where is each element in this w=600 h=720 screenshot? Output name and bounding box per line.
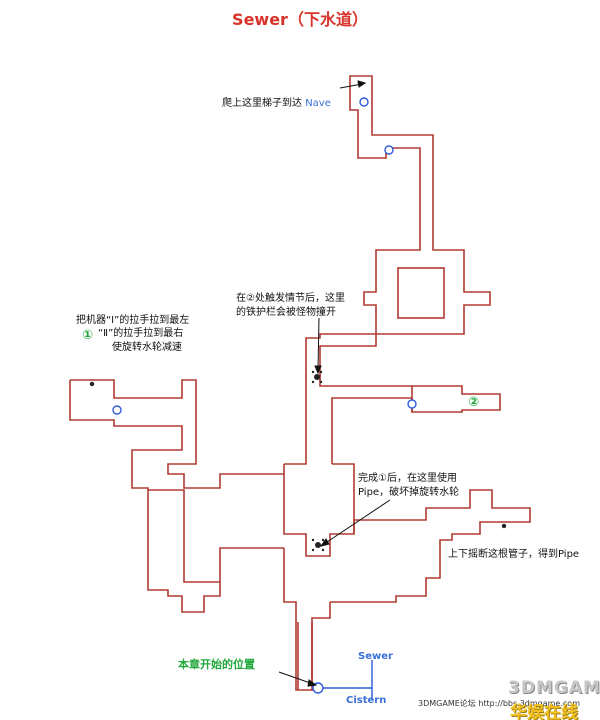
break-point-icon	[315, 542, 321, 548]
nave-text: Nave	[305, 98, 331, 109]
pipe-point-icon	[501, 523, 507, 529]
brand-watermark: 3DMGAME	[508, 678, 600, 698]
pipe-line2: Pipe，破坏掉旋转水轮	[358, 487, 460, 498]
pointer-arrows	[278, 80, 391, 687]
machine-line2: “Ⅱ”的拉手拉到最右	[98, 328, 184, 339]
machine-line3: 使旋转水轮减速	[112, 342, 182, 353]
door-circle-icon	[384, 145, 394, 155]
plot-line2: 的铁护栏会被怪物撞开	[236, 307, 336, 318]
break-pipe-label: 上下摇断这根管子，得到Pipe	[448, 549, 580, 560]
wall-branch-2	[319, 374, 501, 464]
wall-left-lower	[148, 489, 220, 583]
doors	[112, 97, 417, 694]
circle2-marker: ②	[468, 395, 480, 410]
machine-line1: 把机器“Ⅰ”的拉手拉到最左	[76, 315, 190, 326]
wall-inner-room	[397, 267, 445, 319]
wall-lines	[69, 75, 531, 691]
exit-connector	[323, 660, 373, 700]
wall-vertical-corridor-right	[319, 334, 377, 380]
break-point-icon	[314, 374, 320, 380]
wall-right-corridor	[330, 489, 531, 603]
brand-cn-watermark: 华娱在线	[510, 703, 578, 720]
forum-watermark: 3DMGAME论坛 http://bbs.3dmgame.com	[418, 699, 580, 708]
wall-vertical-corridor-left	[284, 333, 376, 465]
map-title: Sewer（下水道）	[232, 10, 368, 29]
cistern-label: Cistern	[346, 695, 387, 706]
wall-middle-chamber	[283, 463, 355, 557]
ladder-text: 爬上这里梯子到达	[222, 98, 302, 109]
wall-left-room	[70, 379, 284, 489]
wall-ladder-corridor	[349, 75, 491, 335]
wall-bottom-left	[283, 548, 318, 691]
start-label: 本章开始的位置	[178, 658, 255, 671]
door-circle-icon	[112, 405, 122, 415]
plot-line1: 在②处触发情节后，这里	[236, 293, 345, 304]
break-points	[89, 370, 507, 552]
door-circle-icon	[407, 399, 417, 409]
pipe-line1: 完成①后，在这里使用	[358, 473, 457, 484]
ladder-label: 爬上这里梯子到达 Nave	[222, 97, 331, 111]
door-circle-icon	[359, 97, 369, 107]
wall-bottom-right	[311, 602, 331, 691]
circle1-marker: ①	[82, 328, 94, 343]
machine-point-icon	[89, 381, 95, 387]
sewer-label: Sewer	[358, 651, 393, 662]
wall-left-room-inner	[69, 380, 284, 613]
